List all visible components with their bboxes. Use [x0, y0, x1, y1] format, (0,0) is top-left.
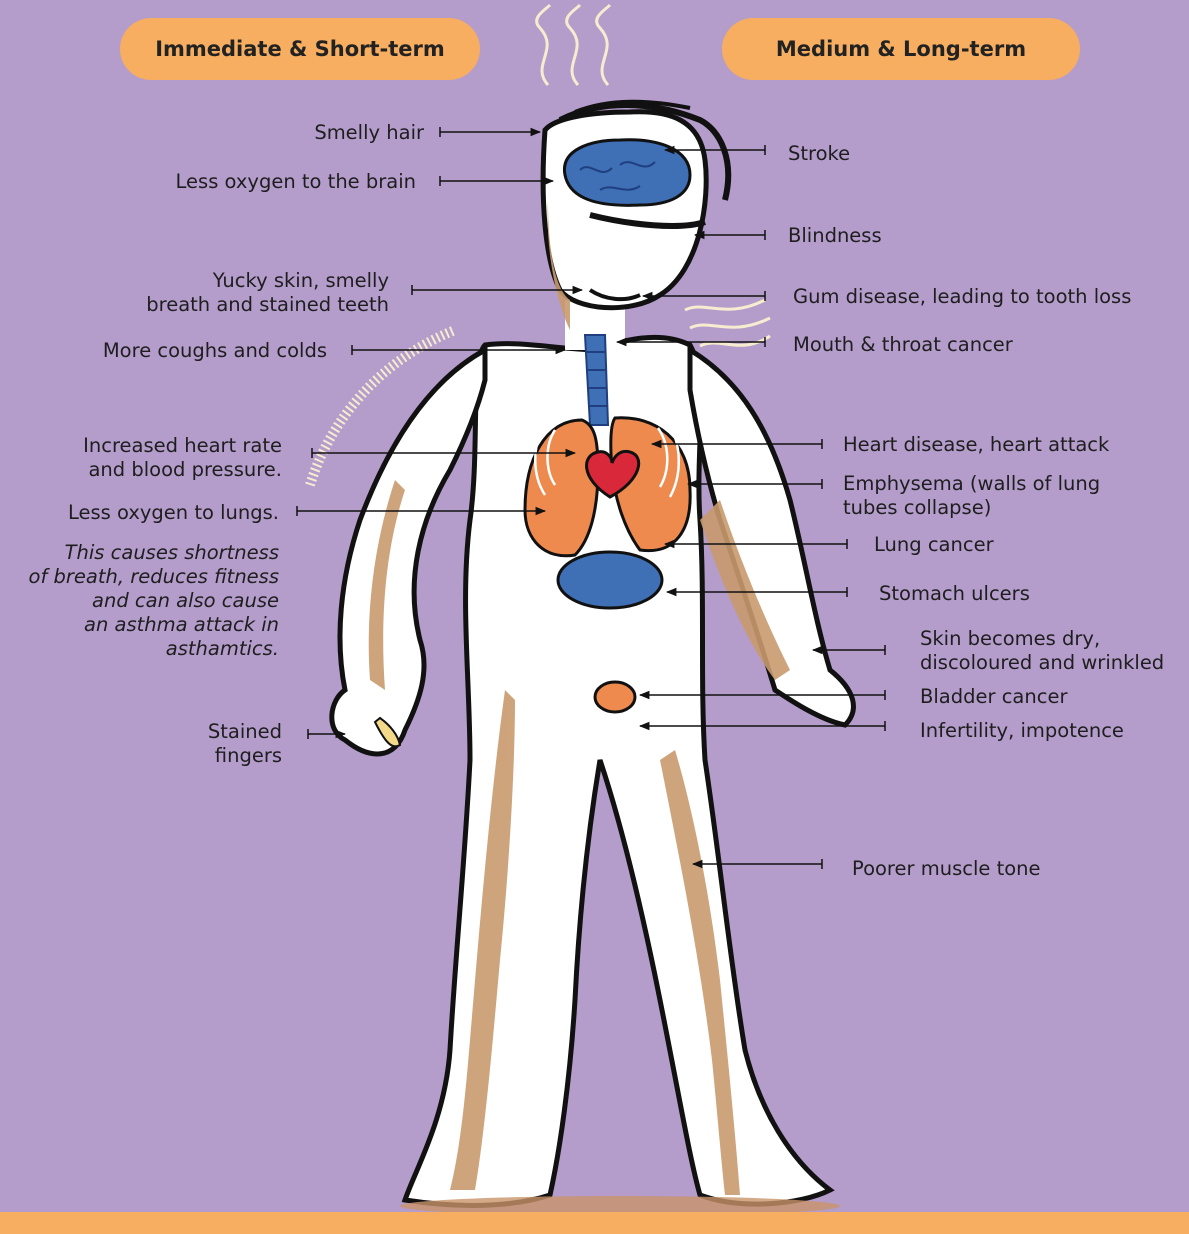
label-less-oxygen-brain: Less oxygen to the brain [176, 170, 416, 194]
label-muscle-tone: Poorer muscle tone [852, 857, 1041, 881]
label-mouth-throat: Mouth & throat cancer [793, 333, 1013, 357]
label-heart-disease: Heart disease, heart attack [843, 433, 1109, 457]
label-skin-dry: Skin becomes dry, discoloured and wrinkl… [920, 627, 1164, 675]
label-gum-disease: Gum disease, leading to tooth loss [793, 285, 1131, 309]
label-heart-rate: Increased heart rate and blood pressure. [83, 434, 282, 482]
breath-wisps [685, 300, 770, 346]
label-lungs-note: This causes shortness of breath, reduces… [29, 541, 279, 661]
label-yucky-skin: Yucky skin, smelly breath and stained te… [146, 269, 389, 317]
label-stroke: Stroke [788, 142, 850, 166]
label-smelly-hair: Smelly hair [314, 121, 424, 145]
smoke-wisps [537, 5, 610, 85]
trachea [585, 335, 608, 425]
label-emphysema: Emphysema (walls of lung tubes collapse) [843, 472, 1100, 520]
label-coughs-colds: More coughs and colds [103, 339, 327, 363]
label-blindness: Blindness [788, 224, 882, 248]
stomach [558, 552, 662, 608]
bladder [595, 682, 635, 712]
label-stomach-ulcers: Stomach ulcers [879, 582, 1030, 606]
floor-band [0, 1212, 1189, 1234]
label-infertility: Infertility, impotence [920, 719, 1124, 743]
label-less-oxygen-lungs: Less oxygen to lungs. [68, 501, 279, 525]
label-stained-fingers: Stained fingers [208, 720, 282, 768]
label-lung-cancer: Lung cancer [874, 533, 994, 557]
label-bladder-cancer: Bladder cancer [920, 685, 1067, 709]
